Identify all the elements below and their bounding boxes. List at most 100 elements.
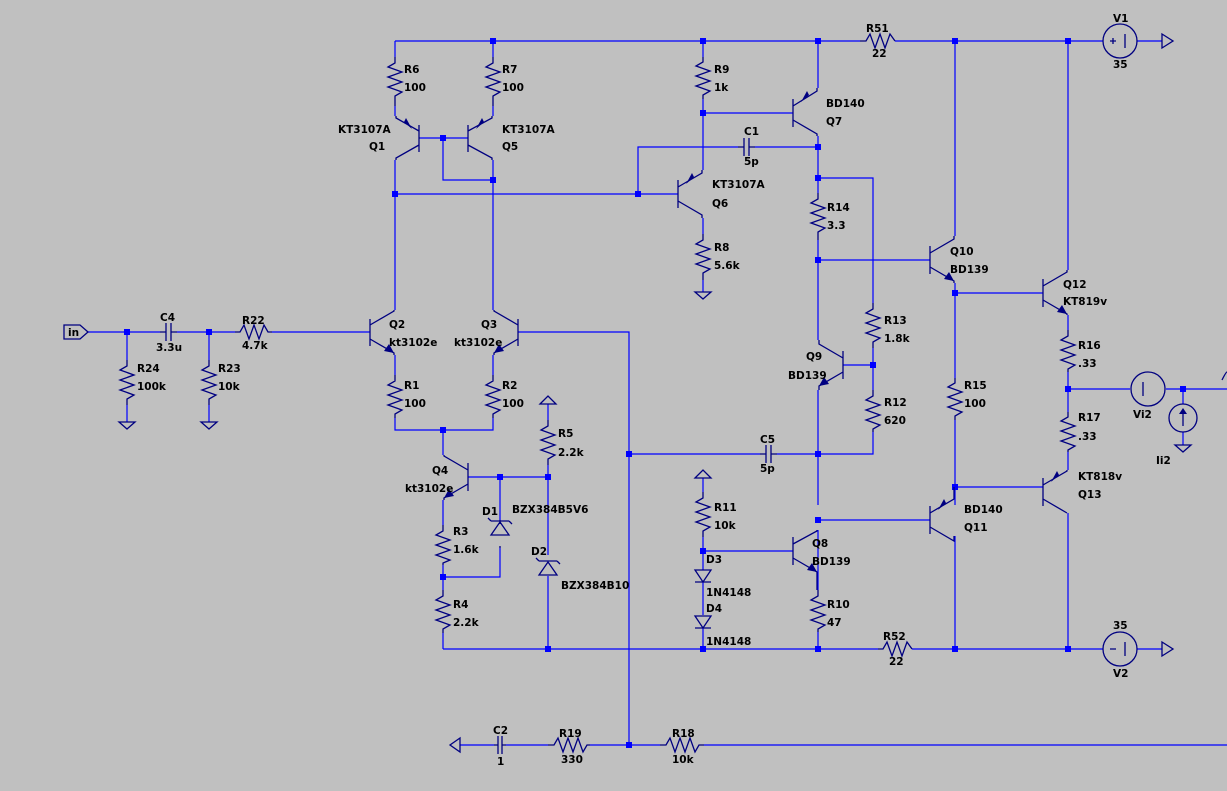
label-V2-name: V2 [1113, 668, 1128, 680]
resistor-R5[interactable] [539, 420, 557, 465]
voltage-source-V2[interactable] [1102, 631, 1138, 667]
label-R22-value: 4.7k [242, 340, 269, 352]
transistor-Q11[interactable] [929, 487, 955, 543]
label-Q5-model: KT3107A [502, 124, 556, 136]
transistor-Q2[interactable] [369, 310, 395, 355]
diode-D4[interactable] [693, 615, 713, 630]
sources [1102, 23, 1227, 667]
label-R13-name: R13 [884, 315, 907, 327]
resistor-R12[interactable] [864, 390, 882, 432]
resistor-R16[interactable] [1059, 330, 1077, 372]
resistor-R4[interactable] [434, 590, 452, 633]
label-Vi2-name: Vi2 [1133, 409, 1152, 421]
transistor-Q13[interactable] [1042, 470, 1068, 514]
resistor-R19[interactable] [548, 736, 590, 754]
transistor-Q7[interactable] [792, 88, 818, 136]
capacitor-C5[interactable] [760, 445, 777, 463]
transistor-Q4[interactable] [443, 455, 469, 500]
label-Q3-model: kt3102e [454, 337, 502, 349]
resistor-R11[interactable] [694, 492, 712, 537]
ground-symbol [199, 421, 219, 430]
resistor-R17[interactable] [1059, 412, 1077, 452]
capacitor-C1[interactable] [738, 138, 755, 156]
capacitor-C2[interactable] [494, 736, 506, 754]
voltage-source-V1[interactable] [1102, 23, 1138, 59]
resistor-R24[interactable] [118, 360, 136, 405]
label-D1-name: D1 [482, 506, 498, 518]
resistor-R1[interactable] [386, 375, 404, 418]
resistor-R10[interactable] [809, 590, 827, 632]
label-R5-name: R5 [558, 428, 573, 440]
diode-D1[interactable] [487, 517, 513, 548]
label-R15-value: 100 [964, 398, 986, 410]
resistor-R8[interactable] [694, 234, 712, 280]
transistor-Q10[interactable] [929, 236, 955, 283]
label-R1-value: 100 [404, 398, 426, 410]
resistor-R52[interactable] [878, 640, 913, 658]
label-Q7-name: Q7 [826, 116, 842, 128]
capacitor-C4[interactable] [160, 323, 177, 341]
current-source-Ii2[interactable] [1168, 403, 1198, 433]
label-R15-name: R15 [964, 380, 987, 392]
label-R7-name: R7 [502, 64, 517, 76]
label-D2-name: D2 [531, 546, 547, 558]
diode-D2[interactable] [535, 557, 561, 576]
label-D2-model: BZX384B10 [561, 580, 629, 592]
diodes [487, 517, 713, 630]
label-Q4-model: kt3102e [405, 483, 453, 495]
diode-D3[interactable] [693, 569, 713, 584]
voltage-source-Vi2[interactable] [1130, 371, 1166, 407]
resistor-R7[interactable] [484, 57, 502, 106]
resistor-R6[interactable] [386, 57, 404, 106]
label-R52-value: 22 [889, 656, 904, 668]
resistor-R23[interactable] [200, 360, 218, 405]
rail-flag-feedback [448, 736, 461, 754]
label-R14-name: R14 [827, 202, 850, 214]
transistor-Q6[interactable] [677, 170, 703, 218]
label-R13-value: 1.8k [884, 333, 911, 345]
label-R23-value: 10k [218, 381, 241, 393]
label-Q12-model: KT819v [1063, 296, 1107, 308]
resistor-R18[interactable] [660, 736, 704, 754]
resistor-R15[interactable] [946, 378, 964, 420]
label-Q10-model: BD139 [950, 264, 989, 276]
resistor-R22[interactable] [235, 323, 272, 341]
label-D1-model: BZX384B5V6 [512, 504, 588, 516]
transistor-Q1[interactable] [395, 116, 420, 160]
resistor-R2[interactable] [484, 375, 502, 418]
rail-flag-bottom [1161, 640, 1175, 658]
label-R4-name: R4 [453, 599, 468, 611]
transistor-Q8[interactable] [792, 530, 818, 590]
transistor-Q5[interactable] [467, 116, 493, 160]
transistor-Q3[interactable] [493, 310, 519, 355]
label-R10-value: 47 [827, 617, 842, 629]
label-R17-value: .33 [1078, 431, 1097, 443]
transistor-Q9[interactable] [818, 340, 844, 390]
resistor-R51[interactable] [860, 32, 896, 50]
label-R6-value: 100 [404, 82, 426, 94]
resistor-R9[interactable] [694, 57, 712, 99]
resistor-R13[interactable] [864, 303, 882, 348]
label-C2-value: 1 [497, 756, 504, 768]
label-R18-name: R18 [672, 728, 695, 740]
label-R17-name: R17 [1078, 412, 1101, 424]
label-R52-name: R52 [883, 631, 906, 643]
label-Q11-model: BD140 [964, 504, 1003, 516]
label-D3-name: D3 [706, 554, 722, 566]
resistor-R14[interactable] [809, 193, 827, 240]
label-R12-name: R12 [884, 397, 907, 409]
label-C5-value: 5p [760, 463, 775, 475]
resistor-R3[interactable] [434, 525, 452, 565]
input-port-in[interactable] [63, 324, 89, 340]
ground-symbol [693, 291, 713, 300]
label-Q2-model: kt3102e [389, 337, 437, 349]
label-C1-value: 5p [744, 156, 759, 168]
label-Q10-name: Q10 [950, 246, 974, 258]
capacitors [160, 138, 777, 754]
flags [63, 32, 1193, 754]
transistor-Q12[interactable] [1042, 270, 1068, 315]
label-R23-name: R23 [218, 363, 241, 375]
label-R14-value: 3.3 [827, 220, 846, 232]
label-R8-name: R8 [714, 242, 729, 254]
